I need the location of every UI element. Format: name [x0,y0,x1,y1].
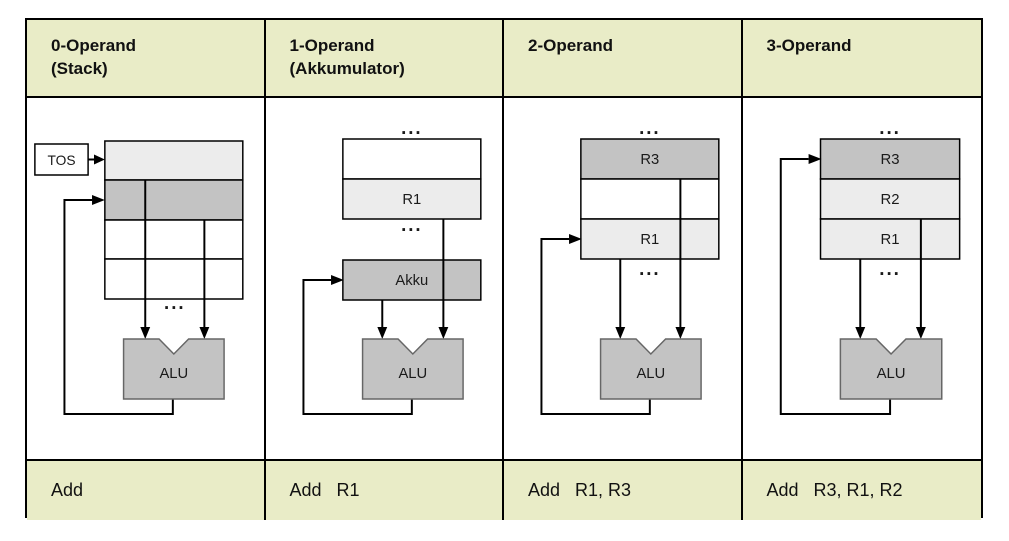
register-cell-r1 [341,178,482,220]
instruction-example: Add [51,480,84,500]
ellipsis-top: ... [639,117,661,138]
operand2-arrowhead [437,327,448,339]
header-cell-1-operand: 1-Operand (Akkumulator) [265,20,504,98]
two-operand-architecture-svg: ... R3 R1 ... ALU [540,117,720,415]
register-cell-r3 [819,138,960,180]
register-cell-r3 [580,138,720,180]
alu-label: ALU [636,366,665,382]
stack-cell-third [104,219,244,260]
ellipsis-middle: ... [879,259,901,280]
instruction-cell-three-operand: Add R3, R1, R2 [742,459,981,520]
alu-shape [361,338,464,400]
tos-label: TOS [47,152,75,168]
header-cell-3-operand: 3-Operand [742,20,981,98]
akku-label: Akku [395,273,428,289]
isa-comparison-table: 0-Operand (Stack) 1-Operand (Akkumulator… [25,18,983,520]
instruction-cell-accumulator: Add R1 [265,459,504,520]
header-subtitle: (Stack) [51,58,108,78]
register-label-r1: R1 [640,232,659,248]
register-label-r1: R1 [880,231,899,248]
instruction-example: Add R3, R1, R2 [766,480,903,500]
diagram-two-operand-architecture: ... R3 R1 ... ALU [504,98,743,459]
alu-shape [839,338,942,400]
alu-shape [599,338,702,400]
result-feedback-wire [779,158,891,415]
accumulator-architecture-svg: ... R1 ... Akku ALU [301,117,482,415]
instruction-cell-stack: Add [27,459,266,520]
header-title: 3-Operand [766,36,852,55]
diagram-accumulator-architecture: ... R1 ... Akku ALU [265,98,504,459]
header-subtitle: (Akkumulator) [289,58,405,78]
operand2-arrowhead [199,327,210,339]
instruction-example: Add R1 [289,480,360,500]
register-cell-r1 [580,218,720,260]
result-arrowhead [808,154,822,164]
header-cell-0-operand: 0-Operand (Stack) [27,20,266,98]
register-cell-empty [341,138,482,180]
header-title: 1-Operand [289,36,375,55]
result-arrowhead [92,195,105,205]
instruction-cell-two-operand: Add R1, R3 [504,459,743,520]
operand2-arrowhead [915,327,926,339]
operand1-arrowhead [615,327,626,339]
instruction-example: Add R1, R3 [528,480,632,500]
stack-architecture-svg: TOS ... ALU [34,140,244,415]
tos-box [34,143,89,176]
diagram-stack-architecture: TOS ... ALU [27,98,266,459]
three-operand-architecture-svg: ... R3 R2 R1 ... ALU [779,118,960,415]
operand1-arrowhead [140,327,151,339]
alu-label: ALU [876,365,905,382]
ellipsis-top: ... [401,117,423,138]
operand1-arrowhead [854,327,865,339]
alu-shape [122,338,225,400]
operand2-arrowhead [675,327,686,339]
result-feedback-wire [301,279,413,415]
header-title: 0-Operand [51,36,137,55]
alu-label: ALU [159,366,188,382]
register-cell-empty [580,178,720,220]
diagram-three-operand-architecture: ... R3 R2 R1 ... ALU [742,98,981,459]
result-feedback-wire [63,199,174,415]
register-label-r1: R1 [402,192,421,208]
header-cell-2-operand: 2-Operand [504,20,743,98]
stack-cell-fourth [104,258,244,300]
operand1-arrowhead [376,327,387,339]
ellipsis: ... [164,292,186,313]
stack-cell-second [104,179,244,221]
register-cell-r2 [819,178,960,220]
tos-arrowhead [94,154,105,165]
header-title: 2-Operand [528,36,614,55]
result-feedback-wire [540,238,651,415]
stack-cell-top [104,140,244,181]
alu-label: ALU [398,366,427,382]
ellipsis-middle: ... [401,214,423,235]
register-cell-r1 [819,218,960,260]
ellipsis-top: ... [879,118,901,139]
result-arrowhead [569,234,582,244]
register-label-r3: R3 [880,151,899,168]
ellipsis-middle: ... [639,258,661,279]
register-label-r3: R3 [640,152,659,168]
result-arrowhead [330,275,344,285]
register-label-r2: R2 [880,191,899,208]
